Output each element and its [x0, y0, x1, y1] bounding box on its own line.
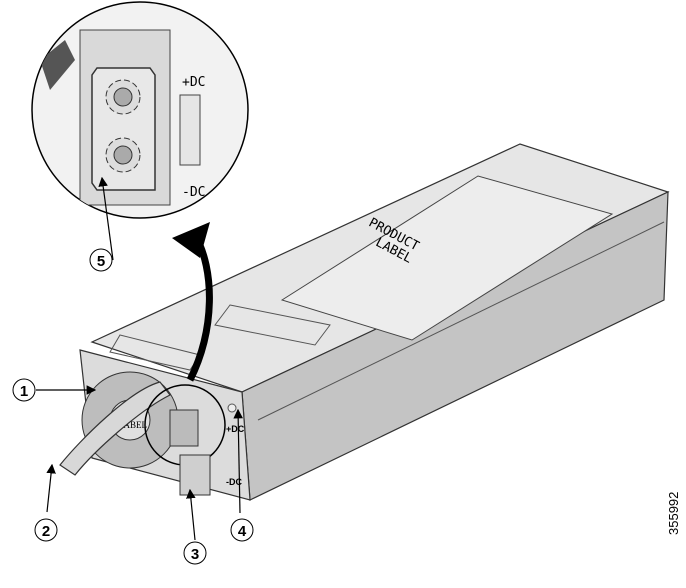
- unit-minus-dc: -DC: [226, 477, 242, 487]
- callout-2: 2: [34, 518, 58, 542]
- svg-text:2: 2: [42, 523, 50, 540]
- magnified-connector-view: +DC -DC: [31, 1, 249, 219]
- callout-1: 1: [12, 378, 36, 402]
- svg-text:4: 4: [238, 523, 247, 540]
- figure-id: 355992: [666, 492, 681, 535]
- fan-label: LABEL: [118, 420, 147, 430]
- status-led: [227, 403, 237, 413]
- callout-3: 3: [183, 541, 207, 565]
- callout-4: 4: [230, 518, 254, 542]
- svg-text:1: 1: [20, 383, 28, 400]
- mag-minus-dc: -DC: [182, 185, 205, 200]
- product-label-area: [280, 175, 614, 341]
- vent-slots: [109, 304, 331, 371]
- latch: [179, 454, 211, 496]
- dc-connector: [169, 409, 199, 447]
- svg-text:3: 3: [191, 546, 199, 563]
- side-rail: [257, 221, 665, 421]
- callouts: [36, 176, 243, 541]
- magnify-arrowhead: [172, 222, 210, 258]
- svg-text:5: 5: [97, 253, 105, 270]
- unit-plus-dc: +DC: [226, 424, 245, 434]
- callout-5: 5: [89, 248, 113, 272]
- handle: [59, 381, 171, 476]
- mag-plus-dc: +DC: [182, 75, 205, 90]
